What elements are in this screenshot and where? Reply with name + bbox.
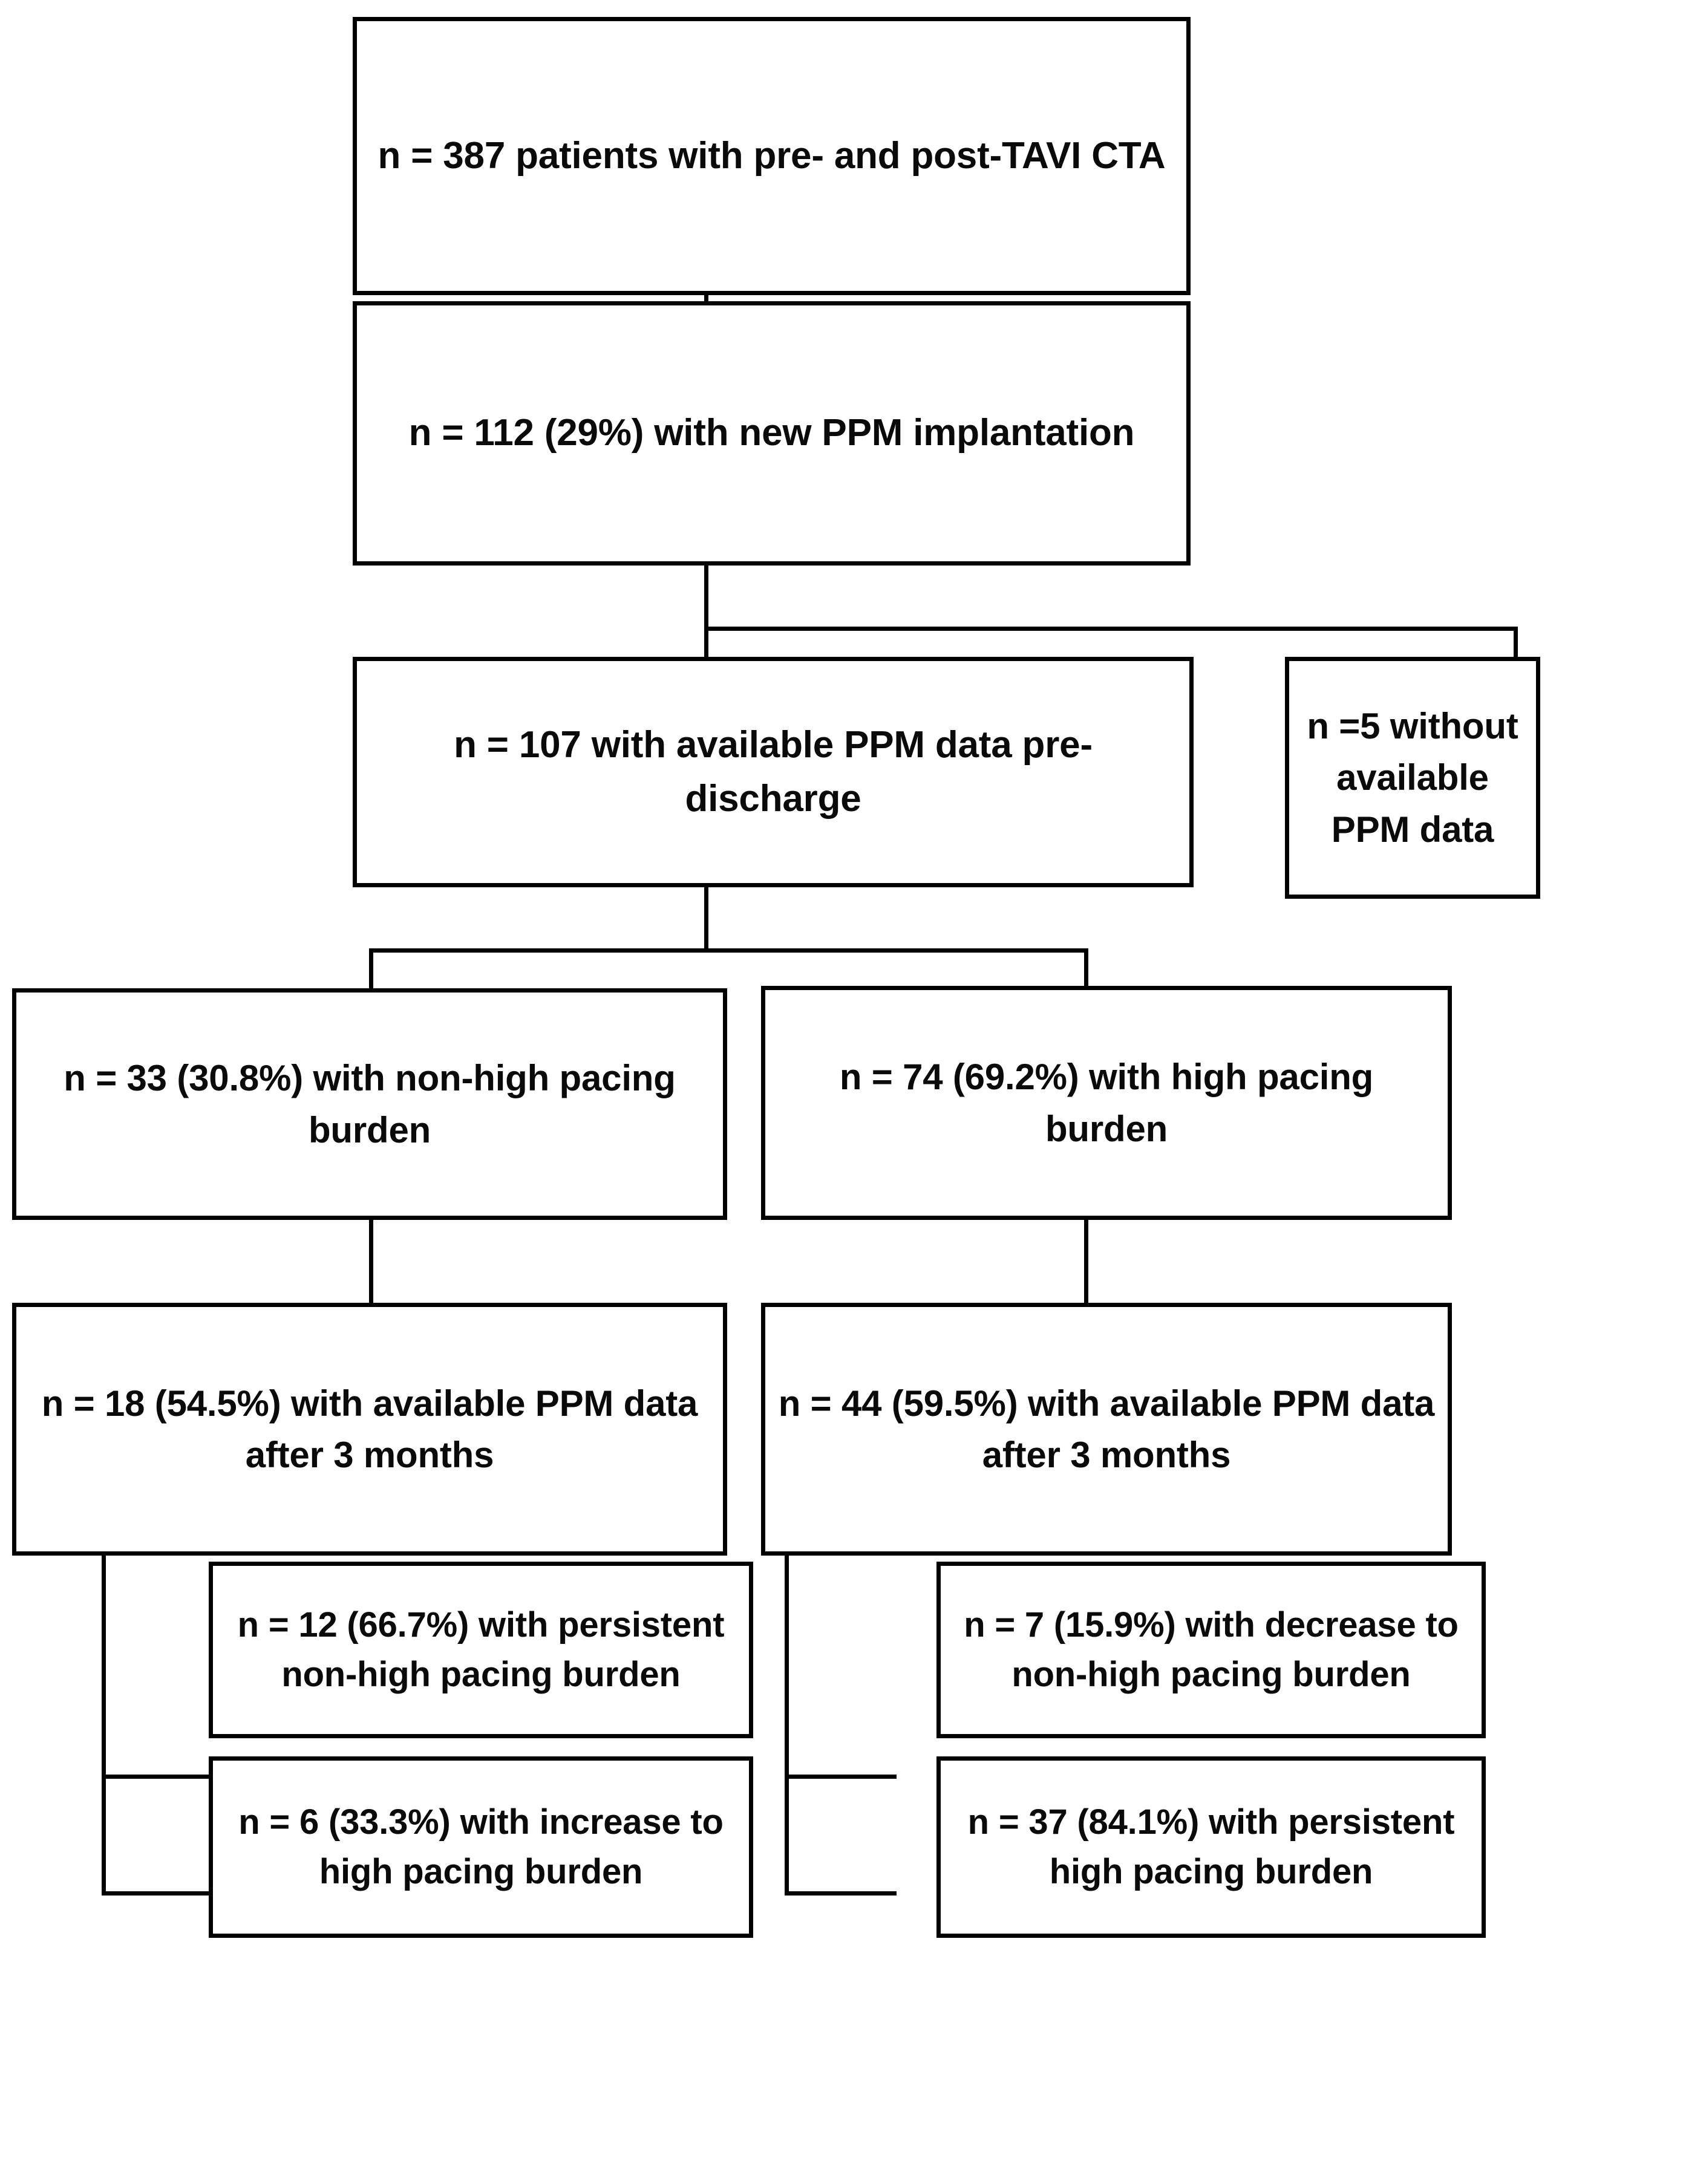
node-n7[interactable]: n = 7 (15.9%) with decrease to non-high … — [936, 1562, 1486, 1738]
node-n44[interactable]: n = 44 (59.5%) with available PPM data a… — [761, 1303, 1452, 1556]
connector-n74-n44 — [1084, 1217, 1088, 1305]
node-n74[interactable]: n = 74 (69.2%) with high pacing burden — [761, 986, 1452, 1220]
connector-n107-branch-bar — [369, 948, 1088, 953]
node-n18[interactable]: n = 18 (54.5%) with available PPM data a… — [12, 1303, 727, 1556]
node-n107-label: n = 107 with available PPM data pre-disc… — [454, 724, 1093, 820]
node-n6-label: n = 6 (33.3%) with increase to high paci… — [238, 1802, 724, 1891]
connector-n44-to-n37-arm — [785, 1891, 897, 1896]
node-n33[interactable]: n = 33 (30.8%) with non-high pacing burd… — [12, 988, 727, 1220]
node-n7-label: n = 7 (15.9%) with decrease to non-high … — [964, 1605, 1459, 1694]
connector-n112-branch-bar — [704, 627, 1518, 631]
connector-n107-to-n33-drop — [369, 948, 373, 991]
node-n37-label: n = 37 (84.1%) with persistent high paci… — [967, 1802, 1455, 1891]
connector-n107-stem — [704, 885, 708, 953]
node-n12[interactable]: n = 12 (66.7%) with persistent non-high … — [209, 1562, 753, 1738]
node-n112-label: n = 112 (29%) with new PPM implantation — [408, 412, 1135, 454]
node-n12-label: n = 12 (66.7%) with persistent non-high … — [237, 1605, 725, 1694]
node-n18-label: n = 18 (54.5%) with available PPM data a… — [41, 1383, 698, 1475]
node-n5-label: n =5 without available PPM data — [1307, 706, 1518, 850]
connector-n107-to-n74-drop — [1084, 948, 1088, 988]
connector-n112-stem — [704, 563, 708, 631]
node-n74-label: n = 74 (69.2%) with high pacing burden — [839, 1057, 1374, 1149]
connector-n112-to-n107-drop — [704, 627, 708, 660]
node-n5[interactable]: n =5 without available PPM data — [1285, 657, 1540, 899]
node-n387[interactable]: n = 387 patients with pre- and post-TAVI… — [353, 17, 1191, 295]
node-n6[interactable]: n = 6 (33.3%) with increase to high paci… — [209, 1756, 753, 1938]
connector-n18-spine — [102, 1553, 106, 1896]
connector-n112-to-n5-drop — [1514, 627, 1518, 660]
node-n44-label: n = 44 (59.5%) with available PPM data a… — [778, 1383, 1435, 1475]
node-n33-label: n = 33 (30.8%) with non-high pacing burd… — [64, 1058, 676, 1150]
connector-n44-to-n7-arm — [785, 1775, 897, 1779]
connector-n44-spine — [785, 1553, 789, 1896]
connector-n33-n18 — [369, 1217, 373, 1305]
connector-n18-to-n12-arm — [102, 1775, 214, 1779]
node-n387-label: n = 387 patients with pre- and post-TAVI… — [377, 134, 1166, 177]
connector-n18-to-n6-arm — [102, 1891, 214, 1896]
node-n112[interactable]: n = 112 (29%) with new PPM implantation — [353, 301, 1191, 566]
node-n37[interactable]: n = 37 (84.1%) with persistent high paci… — [936, 1756, 1486, 1938]
node-n107[interactable]: n = 107 with available PPM data pre-disc… — [353, 657, 1194, 887]
